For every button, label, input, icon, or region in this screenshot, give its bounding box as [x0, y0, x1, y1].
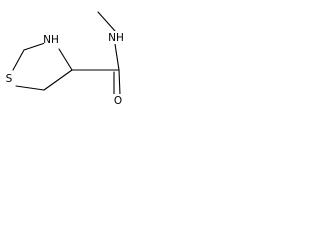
carbonyl-oxygen-label: O: [114, 95, 122, 107]
ring-nitrogen-label: NH: [43, 34, 59, 46]
bond-c2-s: [12, 49, 25, 71]
molecule-structure: NH NH O S: [4, 11, 124, 108]
bond-c5-c4: [43, 69, 73, 91]
bond-n-carbonyl: [114, 43, 120, 71]
bond-c-o-1: [118, 69, 121, 96]
bond-c4-n3: [58, 48, 73, 71]
amide-nitrogen-label: NH: [108, 32, 124, 44]
bond-s-c5: [15, 85, 45, 91]
bond-methyl-n: [97, 11, 116, 32]
atom-labels: NH NH O S: [4, 31, 124, 108]
bond-n3-c2: [23, 42, 46, 51]
sulfur-label: S: [6, 73, 13, 85]
bonds: [12, 11, 121, 96]
